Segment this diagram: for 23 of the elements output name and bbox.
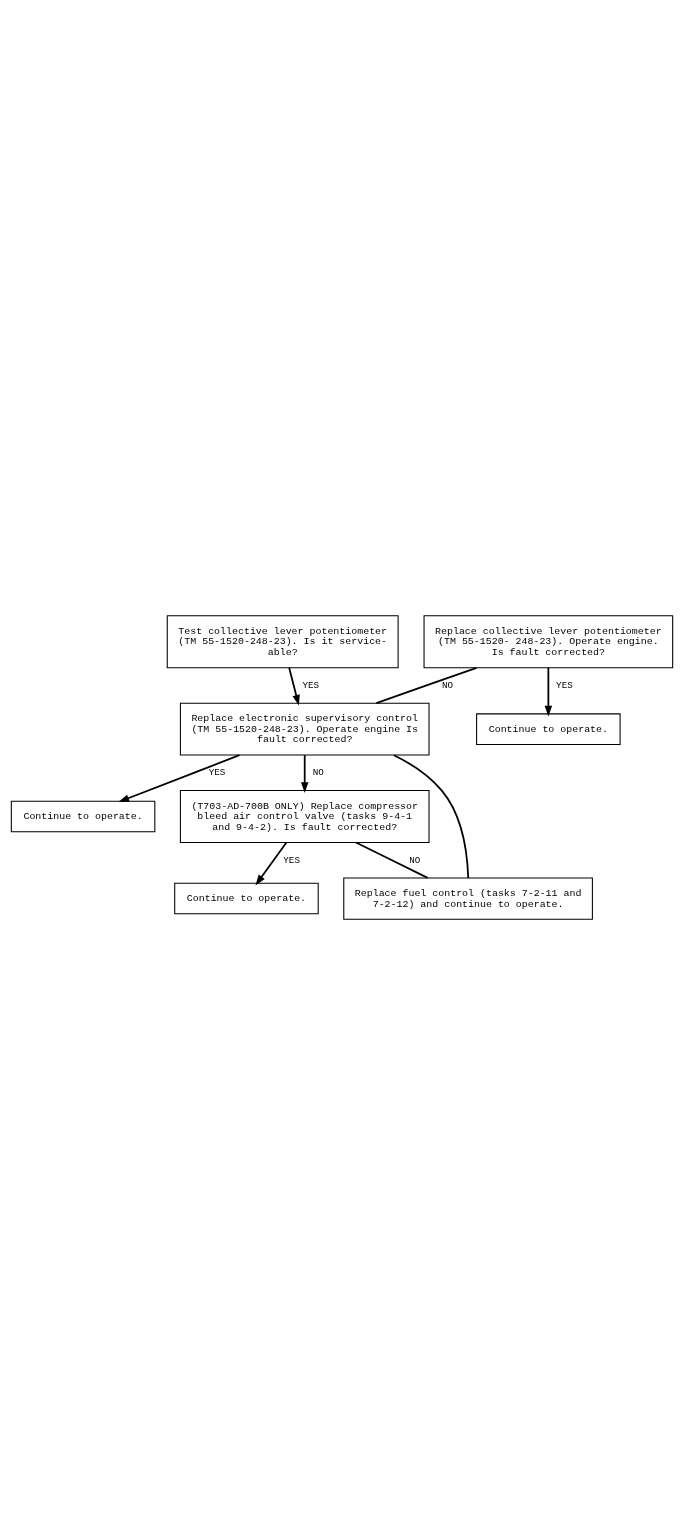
node-box: (T703-AD-700B ONLY) Replace compressor bleed air control valve (tasks 9-4-1 and 9-4-2). Is fault corrected? xyxy=(179,790,430,843)
edge-label: NO xyxy=(409,854,421,866)
node-box: Continue to operate. xyxy=(174,882,319,915)
node-box: Replace fuel control (tasks 7-2-11 and 7-2-12) and continue to operate. xyxy=(343,877,593,920)
arrow xyxy=(300,754,309,794)
edge-label: NO xyxy=(442,679,454,691)
arrow xyxy=(544,666,553,717)
edge-label: YES xyxy=(556,679,573,691)
node-box: Replace electronic supervisory control (TM 55-1520-248-23). Operate engine Is fault corrected? xyxy=(179,702,430,756)
arrow xyxy=(255,841,288,886)
edge-label: YES xyxy=(208,767,226,779)
connector xyxy=(393,754,470,879)
edge-label: NO xyxy=(312,767,324,779)
node-box: Continue to operate. xyxy=(10,800,156,833)
arrow xyxy=(118,754,241,803)
node-box: Test collective lever potentiometer (TM 55-1520-248-23). Is it service- able? xyxy=(166,615,399,669)
connector xyxy=(355,841,429,879)
arrow xyxy=(288,666,300,706)
node-box: Replace collective lever potentiometer (TM 55-1520- 248-23). Operate engine. Is fault corrected? xyxy=(423,615,674,669)
node-box: Continue to operate. xyxy=(476,713,621,745)
edge-label: YES xyxy=(302,679,320,691)
edge-label: YES xyxy=(283,854,300,866)
connector xyxy=(375,666,478,705)
